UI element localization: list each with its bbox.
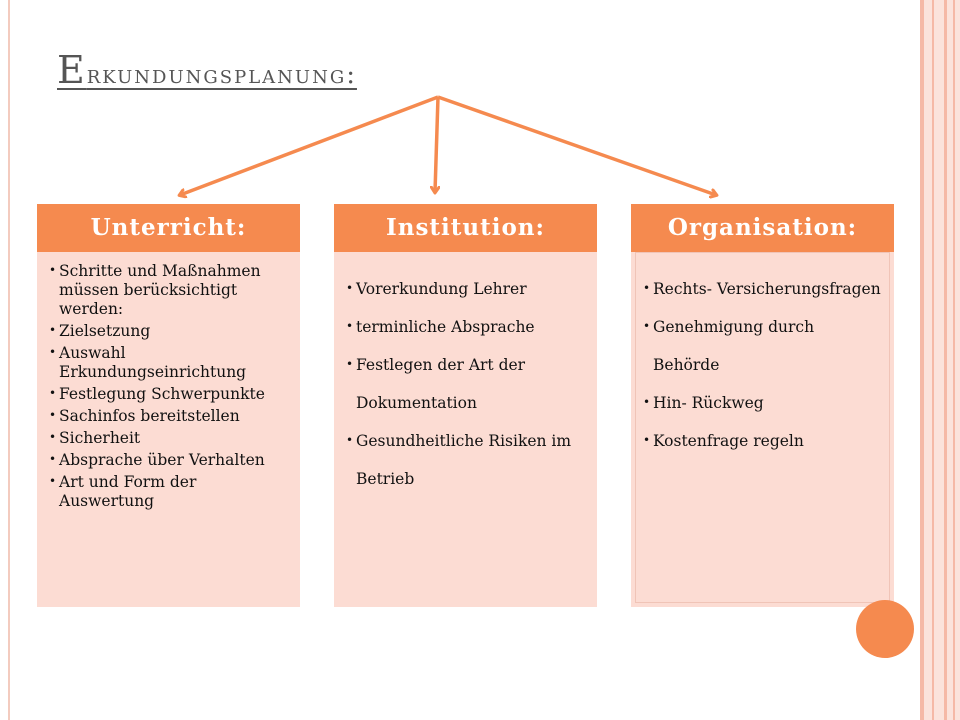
organisation-inner-border	[635, 252, 890, 603]
organisation-header: Organisation:	[631, 204, 894, 252]
list-item: Festlegung Schwerpunkte	[49, 384, 290, 404]
list-item: Vorerkundung Lehrer	[346, 269, 587, 308]
arrow-to-institution	[435, 96, 438, 192]
arrow-to-organisation	[437, 95, 716, 195]
organisation-box: Organisation: Rechts- Versicherungsfrage…	[631, 204, 894, 607]
slide-left-border	[8, 0, 10, 720]
institution-header: Institution:	[334, 204, 597, 252]
organisation-list: Rechts- Versicherungsfragen Genehmigung …	[631, 252, 894, 460]
list-item: Hin- Rückweg	[643, 383, 884, 422]
decorative-circle	[856, 600, 914, 658]
list-item: Art und Form der Auswertung	[49, 472, 290, 511]
list-item: Genehmigung durch Behörde	[643, 307, 884, 384]
list-item: Absprache über Verhalten	[49, 450, 290, 470]
list-item: Schritte und Maßnahmen müssen berücksich…	[49, 261, 290, 319]
slide-title-rest: rkundungsplanung:	[86, 60, 357, 90]
list-item: Sachinfos bereitstellen	[49, 406, 290, 426]
slide-right-decoration	[920, 0, 960, 720]
institution-list: Vorerkundung Lehrer terminliche Absprach…	[334, 252, 597, 498]
list-item: Auswahl Erkundungseinrichtung	[49, 343, 290, 382]
arrow-to-unterricht	[180, 95, 439, 195]
list-item: Festlegen der Art der Dokumentation	[346, 345, 587, 422]
list-item: Zielsetzung	[49, 321, 290, 341]
list-item: Sicherheit	[49, 428, 290, 448]
slide-title-initial: E	[57, 48, 87, 92]
slide-title: Erkundungsplanung:	[57, 48, 357, 92]
institution-box: Institution: Vorerkundung Lehrer terminl…	[334, 204, 597, 607]
unterricht-box: Unterricht: Schritte und Maßnahmen müsse…	[37, 204, 300, 607]
unterricht-list: Schritte und Maßnahmen müssen berücksich…	[37, 252, 300, 511]
unterricht-header: Unterricht:	[37, 204, 300, 252]
list-item: terminliche Absprache	[346, 307, 587, 346]
list-item: Kostenfrage regeln	[643, 421, 884, 460]
list-item: Gesundheitliche Risiken im Betrieb	[346, 421, 587, 498]
list-item: Rechts- Versicherungsfragen	[643, 269, 884, 308]
